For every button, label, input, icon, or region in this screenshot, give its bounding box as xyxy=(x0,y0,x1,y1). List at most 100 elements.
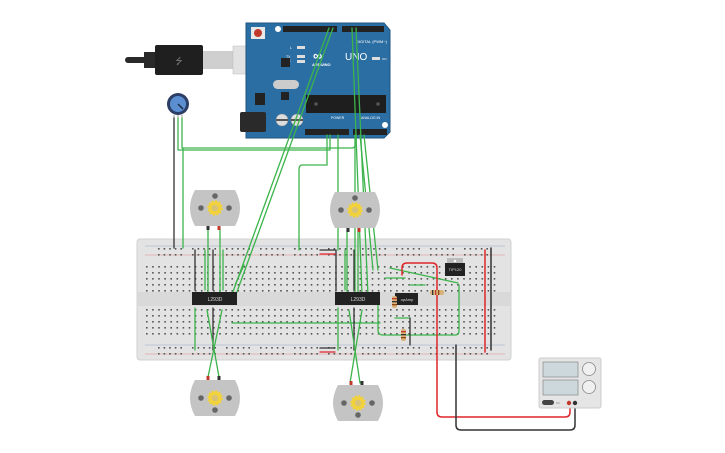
breadboard-hole[interactable] xyxy=(396,333,398,335)
breadboard-hole[interactable] xyxy=(446,353,449,355)
breadboard-hole[interactable] xyxy=(329,321,331,323)
wire-digital-3[interactable] xyxy=(351,27,363,296)
breadboard-hole[interactable] xyxy=(481,327,484,329)
breadboard-hole[interactable] xyxy=(322,327,325,329)
breadboard-hole[interactable] xyxy=(203,347,205,349)
breadboard-hole[interactable] xyxy=(207,321,209,323)
breadboard-hole[interactable] xyxy=(208,353,211,355)
breadboard-hole[interactable] xyxy=(231,278,233,280)
breadboard-hole[interactable] xyxy=(432,333,435,335)
breadboard-hole[interactable] xyxy=(463,333,465,335)
breadboard-hole[interactable] xyxy=(255,284,258,286)
breadboard-hole[interactable] xyxy=(475,315,477,317)
breadboard-hole[interactable] xyxy=(371,327,374,329)
breadboard-hole[interactable] xyxy=(378,347,381,349)
breadboard-hole[interactable] xyxy=(487,315,490,317)
breadboard-hole[interactable] xyxy=(286,327,288,329)
reset-button[interactable] xyxy=(254,29,262,37)
breadboard-hole[interactable] xyxy=(249,278,252,280)
breadboard-hole[interactable] xyxy=(158,315,160,317)
breadboard-hole[interactable] xyxy=(396,266,398,268)
breadboard-hole[interactable] xyxy=(475,248,477,250)
breadboard-hole[interactable] xyxy=(182,327,185,329)
breadboard-hole[interactable] xyxy=(383,309,386,311)
breadboard-hole[interactable] xyxy=(396,347,398,349)
breadboard-hole[interactable] xyxy=(176,315,179,317)
breadboard-hole[interactable] xyxy=(408,315,410,317)
breadboard-hole[interactable] xyxy=(475,347,477,349)
breadboard-hole[interactable] xyxy=(493,315,496,317)
breadboard-hole[interactable] xyxy=(457,321,459,323)
breadboard-hole[interactable] xyxy=(329,333,331,335)
breadboard-hole[interactable] xyxy=(408,333,410,335)
breadboard-hole[interactable] xyxy=(335,290,337,292)
breadboard-hole[interactable] xyxy=(146,290,148,292)
breadboard-hole[interactable] xyxy=(444,290,447,292)
breadboard-hole[interactable] xyxy=(249,309,252,311)
breadboard-hole[interactable] xyxy=(438,266,441,268)
wire-psu-positive[interactable] xyxy=(401,262,571,418)
breadboard-hole[interactable] xyxy=(469,278,471,280)
breadboard-hole[interactable] xyxy=(430,248,432,250)
breadboard-hole[interactable] xyxy=(292,333,294,335)
breadboard-hole[interactable] xyxy=(396,321,398,323)
breadboard-hole[interactable] xyxy=(158,309,160,311)
breadboard-hole[interactable] xyxy=(481,321,484,323)
breadboard-hole[interactable] xyxy=(444,321,447,323)
breadboard-hole[interactable] xyxy=(475,266,477,268)
breadboard-hole[interactable] xyxy=(265,254,268,256)
breadboard-hole[interactable] xyxy=(383,278,386,280)
breadboard-hole[interactable] xyxy=(341,315,343,317)
motor-terminal[interactable] xyxy=(357,228,361,232)
breadboard-hole[interactable] xyxy=(464,347,466,349)
breadboard-hole[interactable] xyxy=(347,278,349,280)
breadboard-hole[interactable] xyxy=(426,327,429,329)
breadboard-hole[interactable] xyxy=(438,333,441,335)
breadboard-hole[interactable] xyxy=(280,333,282,335)
breadboard-hole[interactable] xyxy=(292,272,294,274)
breadboard-hole[interactable] xyxy=(451,327,453,329)
breadboard-hole[interactable] xyxy=(304,321,307,323)
breadboard-hole[interactable] xyxy=(377,290,380,292)
breadboard-hole[interactable] xyxy=(341,272,343,274)
breadboard-hole[interactable] xyxy=(170,278,172,280)
breadboard-hole[interactable] xyxy=(260,347,262,349)
breadboard-hole[interactable] xyxy=(292,309,294,311)
breadboard-hole[interactable] xyxy=(310,272,313,274)
breadboard-hole[interactable] xyxy=(158,266,160,268)
breadboard-hole[interactable] xyxy=(170,315,172,317)
breadboard-hole[interactable] xyxy=(396,278,398,280)
breadboard-hole[interactable] xyxy=(328,254,330,256)
breadboard-hole[interactable] xyxy=(304,278,307,280)
breadboard-hole[interactable] xyxy=(200,266,203,268)
breadboard-hole[interactable] xyxy=(243,315,246,317)
breadboard-hole[interactable] xyxy=(294,248,296,250)
breadboard-hole[interactable] xyxy=(441,353,443,355)
breadboard-hole[interactable] xyxy=(333,254,336,256)
breadboard-hole[interactable] xyxy=(274,315,276,317)
breadboard-hole[interactable] xyxy=(265,347,268,349)
breadboard-hole[interactable] xyxy=(451,284,453,286)
breadboard-hole[interactable] xyxy=(310,290,313,292)
breadboard-hole[interactable] xyxy=(164,327,166,329)
breadboard-hole[interactable] xyxy=(261,284,264,286)
breadboard-hole[interactable] xyxy=(407,254,409,256)
breadboard-hole[interactable] xyxy=(276,347,279,349)
breadboard-hole[interactable] xyxy=(341,333,343,335)
breadboard-hole[interactable] xyxy=(432,266,435,268)
breadboard-hole[interactable] xyxy=(432,327,435,329)
breadboard-hole[interactable] xyxy=(383,290,386,292)
breadboard-hole[interactable] xyxy=(152,278,154,280)
breadboard-hole[interactable] xyxy=(176,309,179,311)
breadboard-hole[interactable] xyxy=(426,272,429,274)
breadboard-hole[interactable] xyxy=(365,333,368,335)
breadboard-hole[interactable] xyxy=(365,327,368,329)
breadboard-hole[interactable] xyxy=(371,284,374,286)
breadboard-hole[interactable] xyxy=(207,309,209,311)
breadboard-hole[interactable] xyxy=(214,248,216,250)
breadboard-hole[interactable] xyxy=(255,333,258,335)
breadboard-hole[interactable] xyxy=(396,272,398,274)
breadboard-hole[interactable] xyxy=(292,266,294,268)
breadboard-hole[interactable] xyxy=(231,333,233,335)
breadboard-hole[interactable] xyxy=(163,347,166,349)
